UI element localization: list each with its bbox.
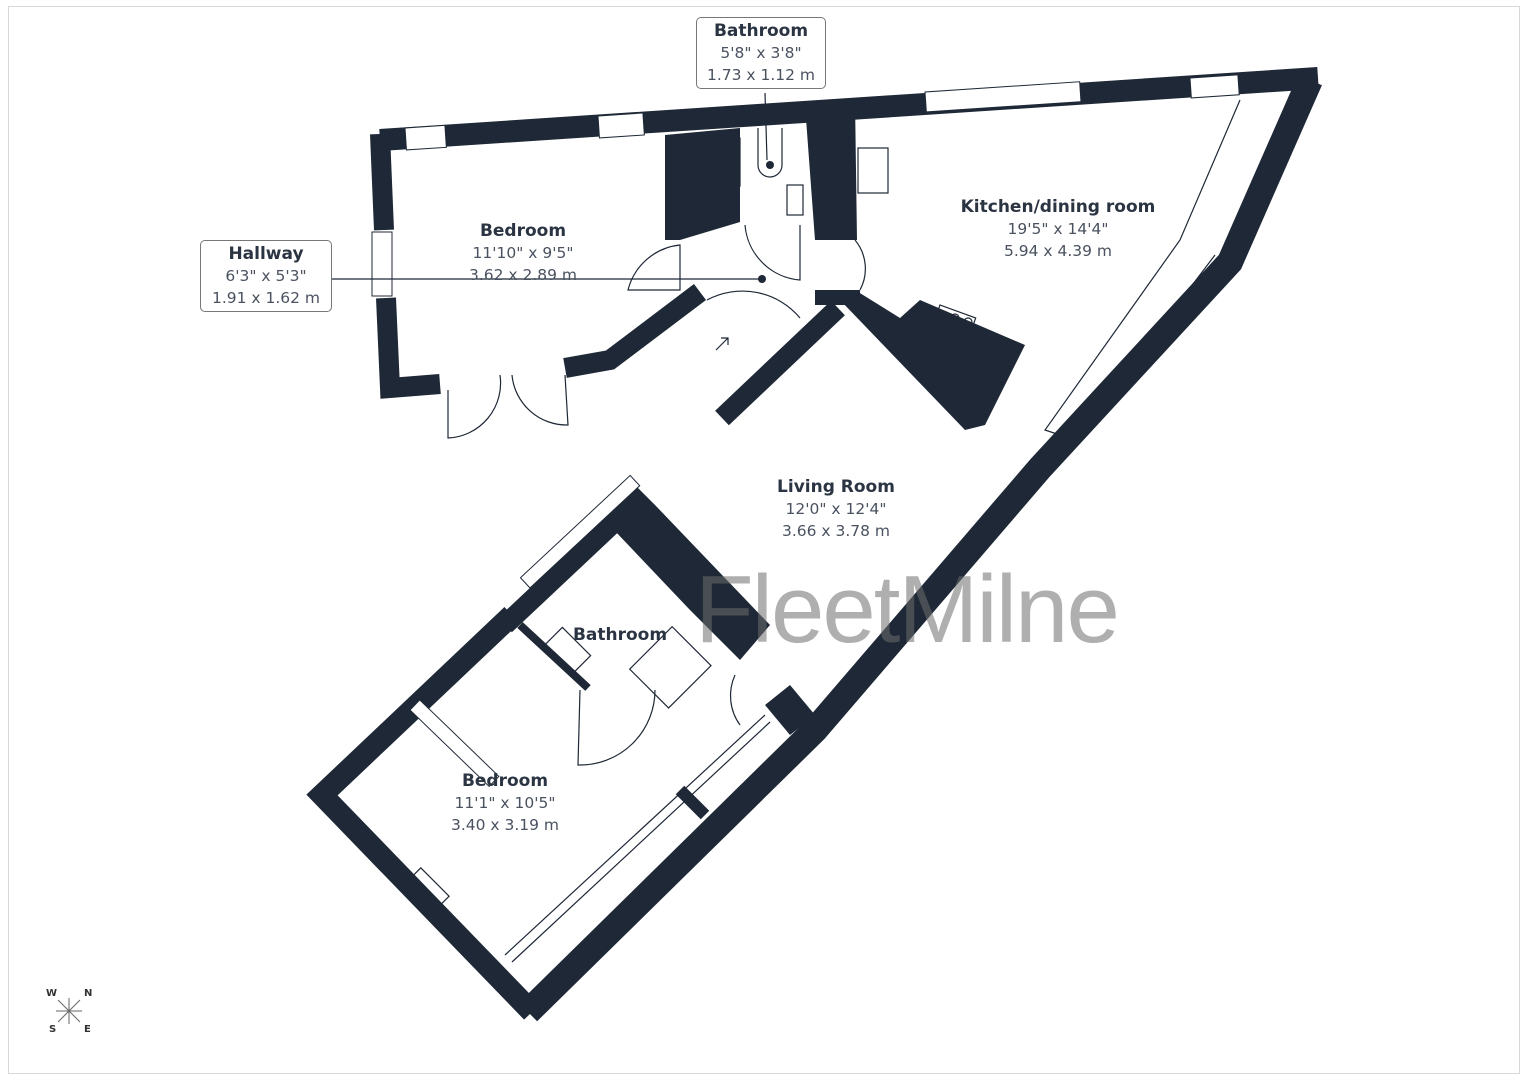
room-size-metric: 3.62 x 2.89 m: [468, 266, 578, 284]
room-name: Bathroom: [713, 21, 809, 41]
compass-n: N: [84, 988, 93, 999]
room-name: Bedroom: [479, 221, 567, 241]
kitchen-sink: [857, 147, 889, 194]
room-size-imperial: 11'10" x 9'5": [472, 244, 574, 262]
wall-stub-right: [765, 685, 815, 735]
room-label-bathroom-top: Bathroom 5'8" x 3'8" 1.73 x 1.12 m: [696, 17, 826, 89]
entrance-arrow-icon: [715, 337, 729, 351]
kitchen-counter: [1044, 99, 1241, 441]
wall-block-counter: [840, 290, 1025, 430]
hob-ring: [950, 313, 960, 323]
room-name: Kitchen/dining room: [960, 197, 1156, 217]
watermark: FleetMilne: [695, 556, 1120, 663]
basin: [544, 626, 592, 674]
wall-bedroom-top-bottom: [563, 284, 707, 378]
compass-w: W: [46, 988, 58, 999]
room-name: Bedroom: [461, 771, 549, 791]
compass-s: S: [49, 1024, 57, 1035]
door-arc: [744, 224, 801, 281]
room-size-imperial: 5'8" x 3'8": [720, 44, 802, 62]
page-frame: [8, 6, 1520, 1074]
drain-icon: [688, 155, 700, 167]
toilet-dot: [766, 161, 774, 169]
hob-ring: [945, 325, 955, 335]
wardrobe-line: [511, 721, 771, 963]
door-arc: [577, 689, 656, 766]
window: [597, 112, 645, 139]
wall-bedroom-bottom-left: [306, 607, 540, 1020]
room-size-metric: 3.66 x 3.78 m: [781, 522, 891, 540]
room-size-imperial: 12'0" x 12'4": [785, 500, 887, 518]
room-name: Living Room: [777, 477, 895, 497]
compass-e: E: [84, 1024, 91, 1035]
toilet-icon: [757, 128, 783, 178]
shower-tray: [628, 625, 712, 709]
wall-bedroom-top-left: [370, 133, 394, 231]
shower-tray: [671, 137, 741, 187]
room-size-metric: 3.40 x 3.19 m: [450, 816, 560, 834]
radiator: [410, 867, 450, 907]
room-label-kitchen: Kitchen/dining room 19'5" x 14'4" 5.94 x…: [948, 196, 1168, 262]
wardrobe-line: [504, 714, 766, 956]
room-size-metric: 1.73 x 1.12 m: [706, 66, 816, 84]
wall-bedroom-inner: [675, 785, 710, 820]
wall-block-bath: [665, 128, 740, 240]
room-label-bedroom-bottom: Bedroom 11'1" x 10'5" 3.40 x 3.19 m: [425, 770, 585, 836]
room-size-metric: 5.94 x 4.39 m: [1003, 242, 1113, 260]
wall-kitchen-right: [518, 74, 1322, 1022]
room-size-imperial: 6'3" x 5'3": [225, 267, 307, 285]
door-arc: [627, 244, 681, 291]
door-arc: [447, 374, 502, 439]
wall-living-upper: [715, 300, 845, 426]
window: [519, 474, 641, 589]
compass: W N S E: [44, 986, 94, 1038]
room-name: Bathroom: [572, 625, 668, 645]
window: [404, 124, 447, 151]
window: [409, 699, 500, 788]
hob-icon: [928, 304, 977, 349]
wall-bath-left: [517, 622, 591, 691]
basin: [786, 184, 804, 216]
hob-ring: [958, 329, 968, 339]
compass-star-icon: [56, 998, 82, 1024]
door-arc: [729, 674, 741, 726]
bathroom-leader-line: [764, 92, 768, 161]
door-arc: [854, 239, 866, 291]
window: [1189, 74, 1240, 99]
wall-bedroom-top-left-low: [376, 297, 441, 399]
room-size-imperial: 19'5" x 14'4": [1007, 220, 1109, 238]
wall-block-stub: [815, 290, 860, 305]
room-size-imperial: 11'1" x 10'5": [454, 794, 556, 812]
hob-ring: [963, 317, 973, 327]
room-label-hallway: Hallway 6'3" x 5'3" 1.91 x 1.62 m: [200, 240, 332, 312]
room-label-bathroom-bottom: Bathroom: [560, 624, 680, 646]
window: [371, 231, 393, 297]
room-label-living: Living Room 12'0" x 12'4" 3.66 x 3.78 m: [756, 476, 916, 542]
wall-partition: [595, 485, 770, 660]
room-size-metric: 1.91 x 1.62 m: [211, 289, 321, 307]
door-arc: [511, 374, 569, 426]
door-arc: [706, 290, 801, 319]
wall-block-kitchen: [805, 100, 857, 240]
room-name: Hallway: [228, 244, 304, 264]
hallway-marker: [758, 275, 766, 283]
window: [924, 81, 1082, 113]
room-label-bedroom-top: Bedroom 11'10" x 9'5" 3.62 x 2.89 m: [443, 220, 603, 286]
